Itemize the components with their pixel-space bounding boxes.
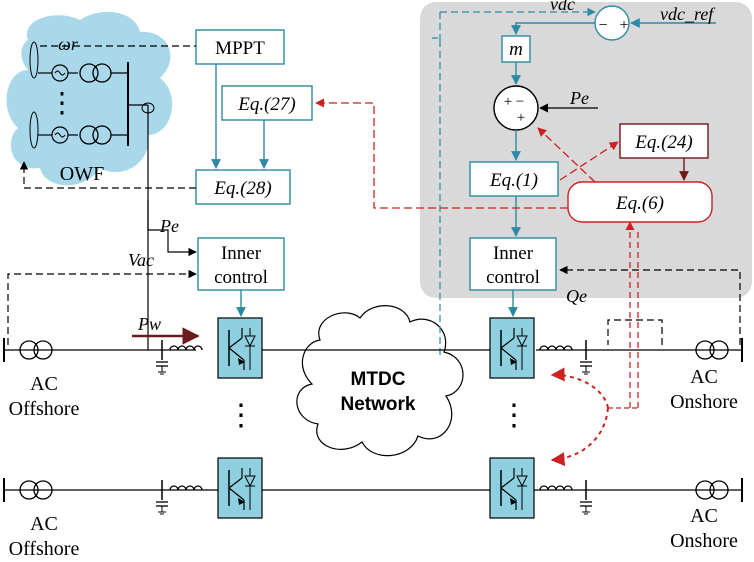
pw-label: Pw bbox=[137, 314, 161, 334]
eq24-block bbox=[619, 123, 709, 159]
gain-m-label: m bbox=[509, 39, 523, 60]
eq24-label: Eq.(24) bbox=[634, 132, 693, 153]
upper-plus-sign: + bbox=[619, 17, 628, 34]
pe-right-label: Pe bbox=[569, 88, 589, 108]
vdc-ref-label: vdc_ref bbox=[660, 4, 716, 24]
ac-onshore-bottom-line1: AC bbox=[690, 505, 718, 527]
eq28-label: Eq.(28) bbox=[213, 178, 272, 199]
mppt-block bbox=[195, 29, 285, 65]
inner-control-left-line2: control bbox=[214, 267, 268, 288]
inner-control-right-line1: Inner bbox=[493, 243, 534, 264]
inner-control-right-line2: control bbox=[486, 267, 540, 288]
mtdc-label-line1: MTDC bbox=[351, 369, 406, 390]
owf-label: OWF bbox=[60, 163, 104, 185]
eq27-block bbox=[221, 85, 313, 121]
lower-minus: − bbox=[516, 94, 524, 110]
eq1-block bbox=[469, 161, 559, 197]
vac-label: Vac bbox=[128, 250, 154, 270]
converter-offshore-top bbox=[217, 317, 263, 379]
eq27-label: Eq.(27) bbox=[237, 94, 296, 115]
converter-onshore-top bbox=[489, 317, 535, 379]
eq1-label: Eq.(1) bbox=[489, 170, 538, 191]
upper-minus-sign: − bbox=[598, 17, 607, 34]
rotor-speed-label: ωr bbox=[58, 34, 79, 54]
converter-offshore-bottom bbox=[217, 457, 263, 519]
inner-control-right-block bbox=[469, 237, 557, 291]
lower-plus-bottom: + bbox=[517, 110, 525, 126]
owf-cloud bbox=[6, 11, 173, 186]
owf-ellipsis: ⋮ bbox=[48, 88, 76, 119]
mtdc-network-cloud bbox=[296, 305, 464, 457]
ac-offshore-bottom-line1: AC bbox=[30, 513, 58, 535]
converters-ellipsis-right: ⋮ bbox=[499, 399, 529, 432]
inner-control-left-line1: Inner bbox=[221, 243, 262, 264]
qe-label: Qe bbox=[566, 286, 587, 306]
lower-plus-left: + bbox=[504, 94, 512, 110]
mppt-label: MPPT bbox=[215, 38, 265, 59]
converter-onshore-bottom bbox=[489, 457, 535, 519]
ac-offshore-bottom-line2: Offshore bbox=[9, 538, 80, 560]
mtdc-label-line2: Network bbox=[341, 394, 416, 415]
onshore-control-panel bbox=[420, 2, 752, 298]
eq28-block bbox=[195, 169, 291, 205]
ac-onshore-top-line1: AC bbox=[690, 366, 718, 388]
eq6-block bbox=[567, 181, 713, 223]
eq6-label: Eq.(6) bbox=[615, 193, 664, 214]
ac-onshore-bottom-line2: Onshore bbox=[670, 530, 738, 552]
vdc-label: vdc bbox=[550, 0, 575, 14]
ac-offshore-top-line1: AC bbox=[30, 373, 58, 395]
ac-offshore-top-line2: Offshore bbox=[9, 398, 80, 420]
pe-left-label: Pe bbox=[159, 216, 179, 236]
converters-ellipsis-left: ⋮ bbox=[226, 399, 256, 432]
ac-onshore-top-line2: Onshore bbox=[670, 391, 738, 413]
